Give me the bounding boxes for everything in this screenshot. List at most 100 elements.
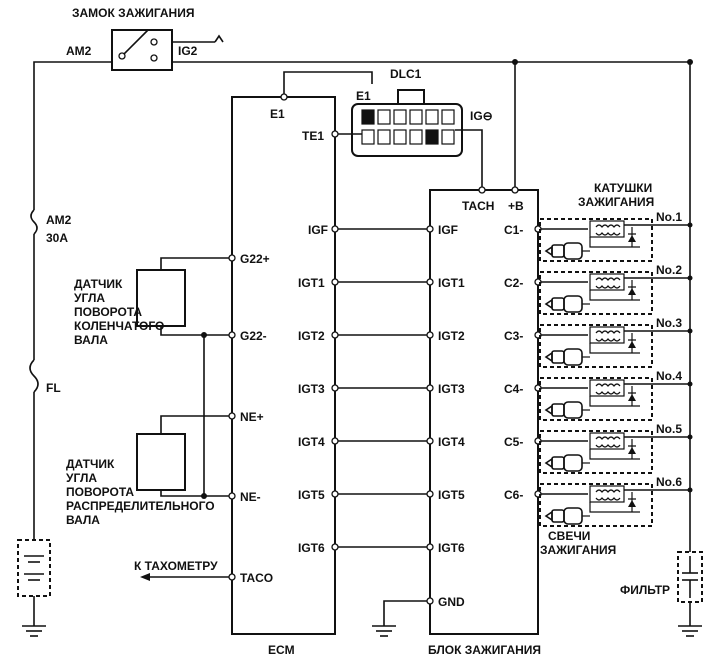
- coil-output-label: C1-: [504, 223, 523, 237]
- coil-box: [539, 430, 653, 474]
- ignition-switch-box: [111, 29, 173, 71]
- ecm-igf-label: IGF: [308, 223, 328, 237]
- dlc1-ig-minus-label: IG⊖: [470, 109, 493, 123]
- igniter-igt1-label: IGT1: [438, 276, 465, 290]
- spark-plugs-label-2: ЗАЖИГАНИЯ: [540, 543, 616, 557]
- ground-icon: [372, 625, 396, 637]
- coil-number-label: No.2: [656, 263, 682, 277]
- ignition-switch: ЗАМОК ЗАЖИГАНИЯ AM2 IG2: [66, 6, 224, 71]
- signal-igt1: IGT1 IGT1: [298, 276, 465, 290]
- ecm-label: ECM: [268, 643, 295, 657]
- coil-box: [539, 271, 653, 315]
- junction-dot: [687, 59, 693, 65]
- signal-igt6: IGT6 IGT6: [298, 541, 465, 555]
- dlc1-e1-label: E1: [356, 89, 371, 103]
- plus-b-label: +B: [508, 199, 524, 213]
- coil-number-label: No.1: [656, 210, 682, 224]
- signal-igt5: IGT5 IGT5: [298, 488, 465, 502]
- spark-plugs-label-1: СВЕЧИ: [548, 529, 590, 543]
- crank-sensor-label-5: ВАЛА: [74, 333, 108, 347]
- ecm-ne-minus-label: NE-: [240, 490, 261, 504]
- coil-output-label: C4-: [504, 382, 523, 396]
- dlc1-connector: DLC1 E1 IG⊖: [351, 67, 493, 157]
- arrow-left-icon: [140, 573, 150, 581]
- am2-feed-wire: [33, 61, 112, 210]
- camshaft-sensor: NE+ NE- ДАТЧИК УГЛА ПОВОРОТА РАСПРЕДЕЛИТ…: [66, 410, 264, 527]
- ecm-g22-plus-label: G22+: [240, 252, 270, 266]
- spark-plug-icon: [544, 401, 590, 419]
- coil-box: [539, 218, 653, 262]
- am2-terminal-label: AM2: [66, 44, 92, 58]
- ignition-coil-4: C4- No.4: [504, 369, 693, 421]
- fusible-link-label: FL: [46, 381, 61, 395]
- cam-sensor-label-1: ДАТЧИК: [66, 457, 115, 471]
- coil-winding-icon: [595, 383, 621, 387]
- coil-output-label: C3-: [504, 329, 523, 343]
- fusible-link: FL: [29, 359, 61, 395]
- ecm-igt2-label: IGT2: [298, 329, 325, 343]
- ecm-igt3-label: IGT3: [298, 382, 325, 396]
- coil-number-label: No.6: [656, 475, 682, 489]
- tach-label: TACH: [462, 199, 494, 213]
- signal-igt4: IGT4 IGT4: [298, 435, 465, 449]
- ground-icon: [678, 625, 702, 637]
- igniter-igf-label: IGF: [438, 223, 458, 237]
- crank-sensor-label-4: КОЛЕНЧАТОГО: [74, 319, 164, 333]
- ground-icon: [22, 625, 46, 637]
- igniter-igt2-label: IGT2: [438, 329, 465, 343]
- signal-igf: IGF IGF: [308, 223, 458, 237]
- spark-plug-icon: [544, 507, 590, 525]
- tach-wire: [455, 129, 483, 190]
- signal-igt3: IGT3 IGT3: [298, 382, 465, 396]
- cam-sensor-label-5: ВАЛА: [66, 513, 100, 527]
- spark-plug-icon: [544, 295, 590, 313]
- filter-capacitor-icon: [677, 551, 703, 603]
- ignition-coil-6: C6- No.6: [504, 475, 693, 527]
- ecm-igt5-label: IGT5: [298, 488, 325, 502]
- ecm-e1-label: E1: [270, 107, 285, 121]
- signal-lines: IGF IGF IGT1 IGT1 IGT2 IGT2 IGT3 IGT3 IG…: [298, 223, 465, 555]
- filter-label: ФИЛЬТР: [620, 583, 670, 597]
- coil-winding-icon: [595, 436, 621, 440]
- igniter-igt4-label: IGT4: [438, 435, 465, 449]
- coil-number-label: No.4: [656, 369, 682, 383]
- coil-output-label: C6-: [504, 488, 523, 502]
- coil-output-label: C5-: [504, 435, 523, 449]
- coil-box: [539, 324, 653, 368]
- coil-winding-icon: [595, 330, 621, 334]
- coil-number-label: No.5: [656, 422, 682, 436]
- coil-winding-icon: [595, 224, 621, 228]
- crankshaft-sensor: G22+ G22- ДАТЧИК УГЛА ПОВОРОТА КОЛЕНЧАТО…: [74, 252, 270, 347]
- fuse-name: AM2: [46, 213, 72, 227]
- ecm-igt1-label: IGT1: [298, 276, 325, 290]
- cam-sensor-label-3: ПОВОРОТА: [66, 485, 134, 499]
- ecm-g22-minus-label: G22-: [240, 329, 267, 343]
- ecm-taco-label: TACO: [240, 571, 273, 585]
- igniter-box: [429, 189, 539, 635]
- igniter-igt3-label: IGT3: [438, 382, 465, 396]
- coil-winding-icon: [595, 277, 621, 281]
- igniter-igt5-label: IGT5: [438, 488, 465, 502]
- ecm-igt4-label: IGT4: [298, 435, 325, 449]
- spark-plug-icon: [544, 242, 590, 260]
- igniter-gnd-label: GND: [438, 595, 465, 609]
- battery-icon: [17, 539, 51, 597]
- spark-plug-icon: [544, 348, 590, 366]
- crank-sensor-label-2: УГЛА: [74, 291, 105, 305]
- ignition-coil-3: C3- No.3: [504, 316, 693, 368]
- coils-title-2: ЗАЖИГАНИЯ: [578, 195, 654, 209]
- signal-igt2: IGT2 IGT2: [298, 329, 465, 343]
- fuse-rating: 30A: [46, 231, 68, 245]
- crank-sensor-label-3: ПОВОРОТА: [74, 305, 142, 319]
- ecm-ne-plus-label: NE+: [240, 410, 264, 424]
- gnd-wire: [383, 600, 427, 626]
- ig2-terminal-label: IG2: [178, 44, 198, 58]
- to-tachometer-label: К ТАХОМЕТРУ: [134, 559, 218, 573]
- coil-number-label: No.3: [656, 316, 682, 330]
- fuse-am2: AM2 30A: [30, 209, 72, 245]
- ecm-igt6-label: IGT6: [298, 541, 325, 555]
- coil-box: [539, 377, 653, 421]
- e1-ground-wire: [283, 71, 373, 94]
- spark-plug-icon: [544, 454, 590, 472]
